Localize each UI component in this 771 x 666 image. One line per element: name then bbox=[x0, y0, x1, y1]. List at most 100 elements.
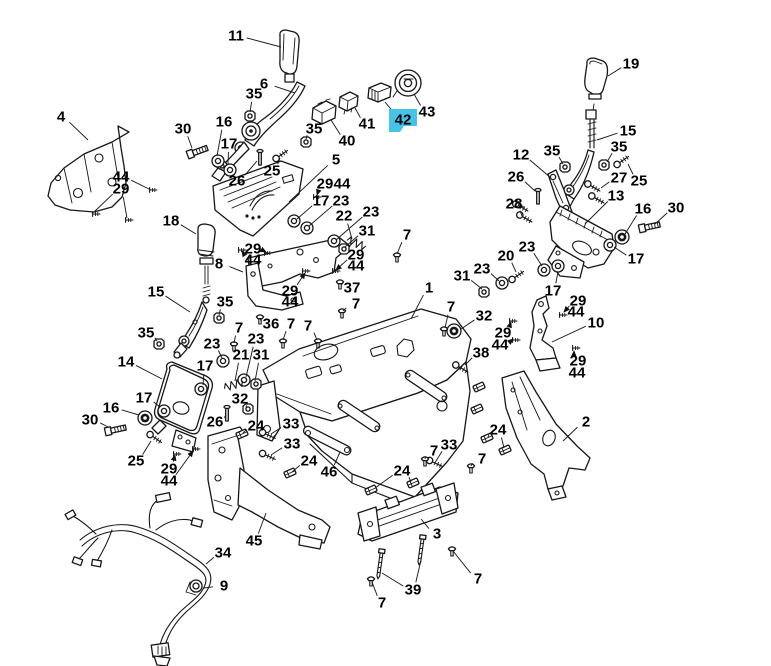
callout-35[interactable]: 35 bbox=[306, 121, 323, 138]
callout-29[interactable]: 29 bbox=[113, 181, 130, 198]
callout-18[interactable]: 18 bbox=[163, 213, 180, 230]
callout-44[interactable]: 44 bbox=[113, 169, 130, 186]
callout-31[interactable]: 31 bbox=[253, 347, 270, 364]
callout-29[interactable]: 29 bbox=[348, 247, 365, 264]
callout-25[interactable]: 25 bbox=[264, 163, 281, 180]
callout-23[interactable]: 23 bbox=[519, 239, 536, 256]
callout-33[interactable]: 33 bbox=[283, 416, 300, 433]
callout-23[interactable]: 23 bbox=[474, 261, 491, 278]
callout-35[interactable]: 35 bbox=[138, 325, 155, 342]
callout-43[interactable]: 43 bbox=[419, 104, 436, 121]
callout-36[interactable]: 36 bbox=[263, 316, 280, 333]
callout-44[interactable]: 44 bbox=[568, 304, 585, 321]
callout-26[interactable]: 26 bbox=[207, 414, 224, 431]
callout-13[interactable]: 13 bbox=[608, 188, 625, 205]
callout-37[interactable]: 37 bbox=[344, 280, 361, 297]
callout-24[interactable]: 24 bbox=[248, 418, 265, 435]
callout-25[interactable]: 25 bbox=[128, 453, 145, 470]
callout-46[interactable]: 46 bbox=[321, 464, 338, 481]
callout-11[interactable]: 11 bbox=[228, 28, 244, 45]
callout-33[interactable]: 33 bbox=[284, 436, 301, 453]
callout-19[interactable]: 19 bbox=[623, 56, 640, 73]
callout-4[interactable]: 4 bbox=[57, 109, 66, 126]
callout-6[interactable]: 6 bbox=[260, 76, 268, 93]
callout-24[interactable]: 24 bbox=[301, 453, 318, 470]
callout-17[interactable]: 17 bbox=[197, 358, 214, 375]
callout-24[interactable]: 24 bbox=[394, 463, 411, 480]
callout-8[interactable]: 8 bbox=[215, 256, 223, 273]
callout-7[interactable]: 7 bbox=[235, 320, 243, 337]
callout-17[interactable]: 17 bbox=[628, 251, 645, 268]
callout-17[interactable]: 17 bbox=[136, 390, 153, 407]
callout-17[interactable]: 17 bbox=[313, 193, 330, 210]
callout-28[interactable]: 28 bbox=[506, 196, 523, 213]
callout-40[interactable]: 40 bbox=[339, 133, 356, 150]
callout-15[interactable]: 15 bbox=[620, 123, 637, 140]
callout-41[interactable]: 41 bbox=[359, 116, 376, 133]
callout-29[interactable]: 29 bbox=[570, 293, 587, 310]
callout-10[interactable]: 10 bbox=[588, 315, 605, 332]
callout-20[interactable]: 20 bbox=[498, 248, 515, 265]
callout-9[interactable]: 9 bbox=[220, 578, 228, 595]
callout-32[interactable]: 32 bbox=[232, 391, 249, 408]
callout-7[interactable]: 7 bbox=[474, 571, 482, 588]
callout-1[interactable]: 1 bbox=[425, 280, 433, 297]
callout-32[interactable]: 32 bbox=[476, 308, 493, 325]
callout-26[interactable]: 26 bbox=[508, 169, 525, 186]
callout-7[interactable]: 7 bbox=[378, 595, 386, 612]
callout-16[interactable]: 16 bbox=[103, 400, 120, 417]
callout-25[interactable]: 25 bbox=[631, 173, 648, 190]
callout-16[interactable]: 16 bbox=[635, 201, 652, 218]
callout-23[interactable]: 23 bbox=[204, 336, 221, 353]
callout-29[interactable]: 29 bbox=[161, 461, 178, 478]
callout-30[interactable]: 30 bbox=[82, 412, 99, 429]
callout-29[interactable]: 29 bbox=[495, 325, 512, 342]
callout-3[interactable]: 3 bbox=[433, 526, 441, 543]
callout-7[interactable]: 7 bbox=[352, 296, 360, 313]
callout-7[interactable]: 7 bbox=[304, 318, 312, 335]
callout-29[interactable]: 29 bbox=[317, 176, 334, 193]
callout-44[interactable]: 44 bbox=[282, 294, 299, 311]
callout-44[interactable]: 44 bbox=[334, 176, 351, 193]
callout-35[interactable]: 35 bbox=[611, 139, 628, 156]
callout-30[interactable]: 30 bbox=[668, 200, 685, 217]
callout-35[interactable]: 35 bbox=[217, 294, 234, 311]
callout-30[interactable]: 30 bbox=[175, 121, 192, 138]
callout-5[interactable]: 5 bbox=[332, 152, 340, 169]
callout-7[interactable]: 7 bbox=[478, 451, 486, 468]
callout-27[interactable]: 27 bbox=[611, 170, 628, 187]
callout-23[interactable]: 23 bbox=[248, 331, 265, 348]
callout-45[interactable]: 45 bbox=[246, 533, 263, 550]
callout-16[interactable]: 16 bbox=[216, 114, 233, 131]
callout-29[interactable]: 29 bbox=[570, 353, 587, 370]
callout-29[interactable]: 29 bbox=[282, 283, 299, 300]
callout-23[interactable]: 23 bbox=[333, 193, 350, 210]
callout-2[interactable]: 2 bbox=[582, 414, 590, 431]
callout-34[interactable]: 34 bbox=[215, 545, 232, 562]
callout-23[interactable]: 23 bbox=[363, 204, 380, 221]
callout-44[interactable]: 44 bbox=[161, 473, 178, 490]
callout-22[interactable]: 22 bbox=[336, 208, 353, 225]
callout-7[interactable]: 7 bbox=[287, 316, 295, 333]
callout-39[interactable]: 39 bbox=[405, 582, 422, 599]
callout-31[interactable]: 31 bbox=[359, 223, 376, 240]
callout-44[interactable]: 44 bbox=[245, 252, 262, 269]
callout-7[interactable]: 7 bbox=[403, 227, 411, 244]
callout-12[interactable]: 12 bbox=[513, 147, 530, 164]
callout-44[interactable]: 44 bbox=[348, 258, 365, 275]
callout-7[interactable]: 7 bbox=[430, 443, 438, 460]
callout-17[interactable]: 17 bbox=[545, 283, 562, 300]
callout-44[interactable]: 44 bbox=[569, 365, 586, 382]
callout-17[interactable]: 17 bbox=[221, 136, 238, 153]
callout-35[interactable]: 35 bbox=[544, 143, 561, 160]
callout-14[interactable]: 14 bbox=[118, 354, 135, 371]
callout-21[interactable]: 21 bbox=[233, 347, 250, 364]
callout-35[interactable]: 35 bbox=[246, 86, 263, 103]
callout-33[interactable]: 33 bbox=[441, 437, 458, 454]
callout-44[interactable]: 44 bbox=[492, 337, 509, 354]
callout-29[interactable]: 29 bbox=[245, 241, 262, 258]
callout-38[interactable]: 38 bbox=[473, 345, 490, 362]
callout-26[interactable]: 26 bbox=[229, 173, 246, 190]
callout-42[interactable]: 42 bbox=[395, 112, 412, 129]
callout-31[interactable]: 31 bbox=[454, 268, 471, 285]
